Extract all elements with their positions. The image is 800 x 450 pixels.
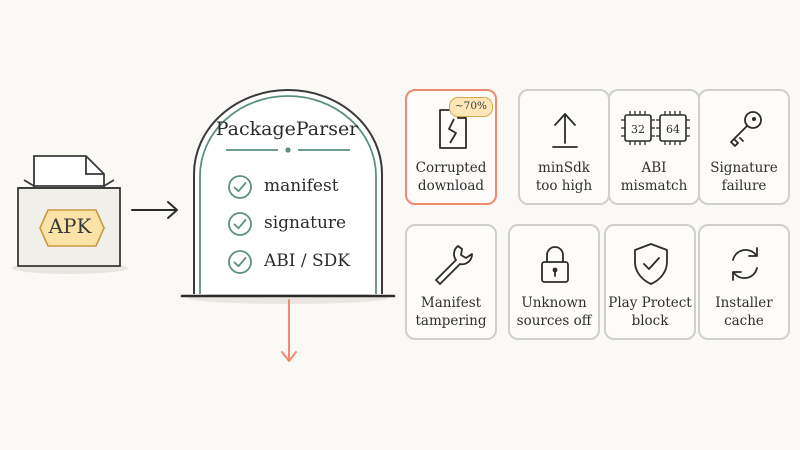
package-parser-gate — [180, 89, 396, 304]
check-circle-icon — [228, 250, 252, 274]
failure-card-manifest-tampering: Manifest tampering — [405, 224, 497, 340]
chip-64-label: 64 — [666, 123, 680, 136]
failure-label: minSdk too high — [535, 160, 593, 194]
failure-label: Corrupted download — [415, 160, 487, 194]
apk-label: APK — [48, 214, 92, 238]
failure-label: Installer cache — [715, 295, 773, 329]
check-manifest-label: manifest — [264, 176, 339, 196]
check-signature-label: signature — [264, 213, 347, 233]
wrench-icon — [435, 245, 473, 285]
failure-label: Signature failure — [710, 160, 778, 194]
failure-label: ABI mismatch — [620, 160, 688, 194]
failure-card-play-protect: Play Protect block — [604, 224, 696, 340]
failure-card-signature-failure: Signature failure — [698, 89, 790, 205]
chip-32-label: 32 — [631, 123, 645, 136]
apk-box-illustration — [12, 155, 128, 274]
check-circle-icon — [228, 175, 252, 199]
failure-card-unknown-sources: Unknown sources off — [508, 224, 600, 340]
key-icon — [730, 111, 762, 147]
refresh-cycle-icon — [732, 247, 758, 281]
cpu-chips-icon: 32 64 — [621, 111, 690, 145]
failure-label: Unknown sources off — [516, 295, 592, 329]
parser-title: PackageParser — [215, 118, 359, 140]
check-abi-sdk-label: ABI / SDK — [264, 251, 350, 271]
arrow-right-icon — [131, 201, 178, 219]
failure-label: Manifest tampering — [415, 295, 487, 329]
failure-card-minsdk: minSdk too high — [518, 89, 610, 205]
failure-card-installer-cache: Installer cache — [698, 224, 790, 340]
apk-tag — [39, 209, 105, 247]
upload-arrow-icon — [552, 113, 578, 148]
failure-share-badge: ~70% — [448, 97, 493, 117]
arrow-down-icon — [281, 299, 297, 362]
failure-card-corrupted-download: ~70% Corrupted download — [405, 89, 497, 205]
padlock-icon — [541, 246, 569, 283]
failure-card-abi-mismatch: 32 64 ABI mismatch — [608, 89, 700, 205]
failure-label: Play Protect block — [608, 295, 692, 329]
check-circle-icon — [228, 212, 252, 236]
shield-check-icon — [634, 243, 668, 285]
